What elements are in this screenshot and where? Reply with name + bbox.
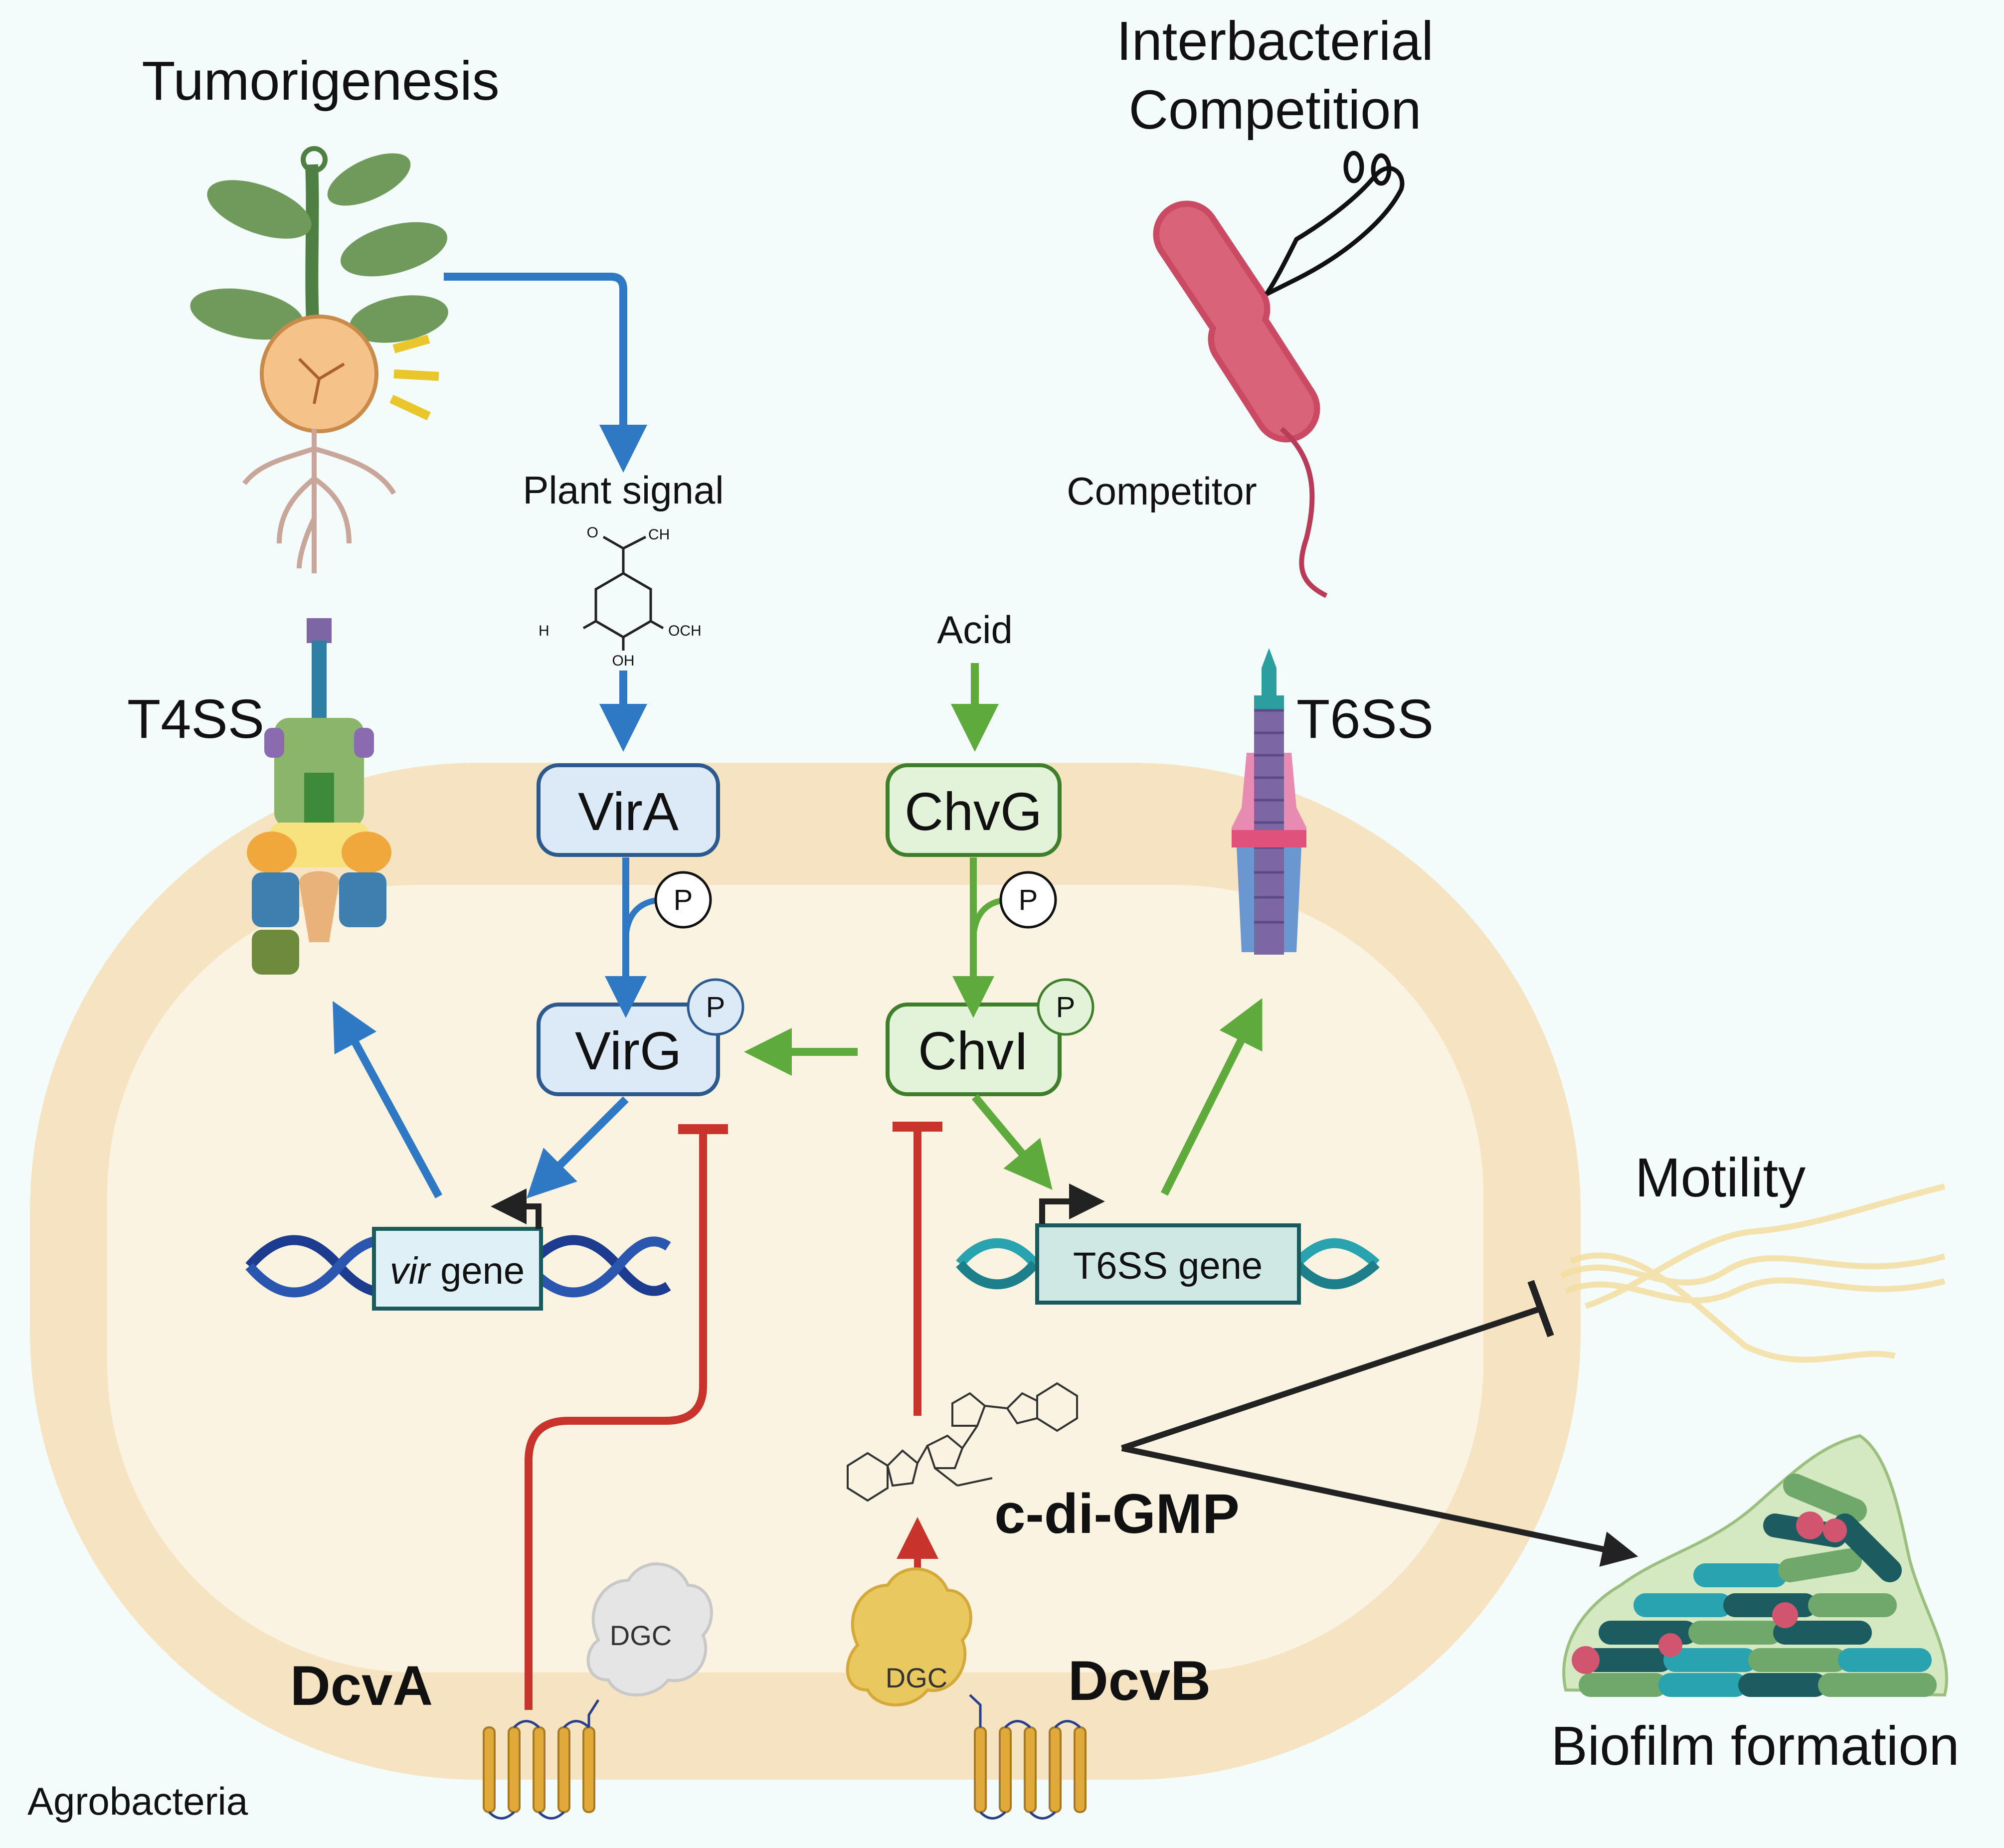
cdigmp-to-biofilm-arrow — [1121, 1445, 1639, 1567]
biofilm-label: Biofilm formation — [1551, 1715, 1959, 1777]
virg-box: VirG P — [537, 978, 744, 1096]
chvi-phosphate-icon — [1037, 978, 1094, 1036]
acid-label: Acid — [937, 608, 1013, 652]
dcvb-dgc-domain: DGC — [846, 1567, 972, 1706]
flagella-icon — [1559, 1183, 1946, 1363]
acetosyringone-structure — [582, 535, 664, 651]
t6ss-label: T6SS — [1296, 688, 1434, 750]
virg-phosphate-icon — [687, 978, 744, 1036]
cell-cytoplasm — [107, 885, 1483, 1673]
vira-box: VirA — [537, 763, 720, 857]
virg-to-vir-gene-arrow — [527, 1096, 629, 1198]
dcva-label: DcvA — [290, 1655, 433, 1717]
chvi-to-t6ss-gene-arrow — [971, 1094, 1053, 1190]
plant-to-signal-arrow — [444, 273, 647, 473]
t6ss-gene-dna: T6SS gene — [956, 1183, 1380, 1305]
vir-gene-dna: vir gene — [245, 1188, 671, 1311]
svg-text:DGC: DGC — [886, 1662, 947, 1693]
chvg-phosphate-icon: P — [999, 871, 1057, 929]
svg-text:DGC: DGC — [610, 1620, 672, 1651]
vira-phosphate-icon: P — [654, 871, 712, 929]
vir-gene-to-t4ss-arrow — [333, 1001, 443, 1198]
dcvb-transmembrane-domain — [969, 1694, 1087, 1820]
svg-text:CH: CH — [648, 526, 670, 543]
svg-text:P: P — [1019, 884, 1038, 916]
motility-label: Motility — [1635, 1147, 1806, 1208]
bacterial-cell — [30, 763, 1581, 1780]
virg-label: VirG — [575, 1020, 682, 1081]
t4ss-label: T4SS — [127, 688, 264, 750]
chvg-label: ChvG — [905, 781, 1042, 841]
dcva-inhibition-line — [525, 1129, 707, 1710]
motility-inhibition-bar — [1527, 1280, 1554, 1338]
agrobacteria-label: Agrobacteria — [27, 1779, 248, 1823]
cdigmp-to-motility-inhibition — [1121, 1306, 1542, 1451]
chvg-box: ChvG — [886, 763, 1062, 857]
t6ss-gene-label: T6SS gene — [1073, 1245, 1263, 1287]
competitor-label: Competitor — [1067, 469, 1257, 513]
svg-text:OCH: OCH — [668, 623, 702, 639]
scissors-icon — [1265, 151, 1405, 297]
plant-with-tumor-icon — [190, 146, 448, 573]
cdigmp-structure — [847, 1382, 1078, 1502]
svg-text:O: O — [587, 524, 598, 541]
acetosyringone-labels: O CH H OCH OH — [539, 524, 702, 669]
dcvb-label: DcvB — [1068, 1650, 1211, 1712]
interbacterial-label-line1: Interbacterial — [1116, 10, 1434, 72]
chvi-box: ChvI P — [886, 978, 1094, 1096]
svg-text:H: H — [539, 623, 549, 639]
competitor-bacterium-icon — [1153, 200, 1328, 598]
dcva-dgc-domain: DGC — [586, 1562, 713, 1696]
t4ss-complex-icon — [247, 618, 391, 975]
vira-phospho-branch — [623, 897, 661, 938]
dcva-transmembrane-domain — [483, 1699, 600, 1820]
vira-label: VirA — [578, 781, 679, 841]
biofilm-icon — [1562, 1434, 1948, 1697]
t6ss-complex-icon — [1232, 648, 1306, 955]
svg-text:P: P — [706, 991, 726, 1023]
svg-text:P: P — [1056, 991, 1076, 1023]
tumorigenesis-label: Tumorigenesis — [142, 50, 499, 112]
chvi-label: ChvI — [918, 1020, 1029, 1081]
cdigmp-label: c-di-GMP — [994, 1483, 1240, 1545]
plant-signal-label: Plant signal — [523, 468, 724, 512]
interbacterial-label-line2: Competition — [1129, 79, 1422, 141]
vir-gene-label: vir gene — [390, 1250, 525, 1292]
svg-text:P: P — [674, 884, 693, 916]
svg-text:OH: OH — [612, 653, 635, 669]
t6ss-gene-to-t6ss-arrow — [1160, 998, 1263, 1196]
